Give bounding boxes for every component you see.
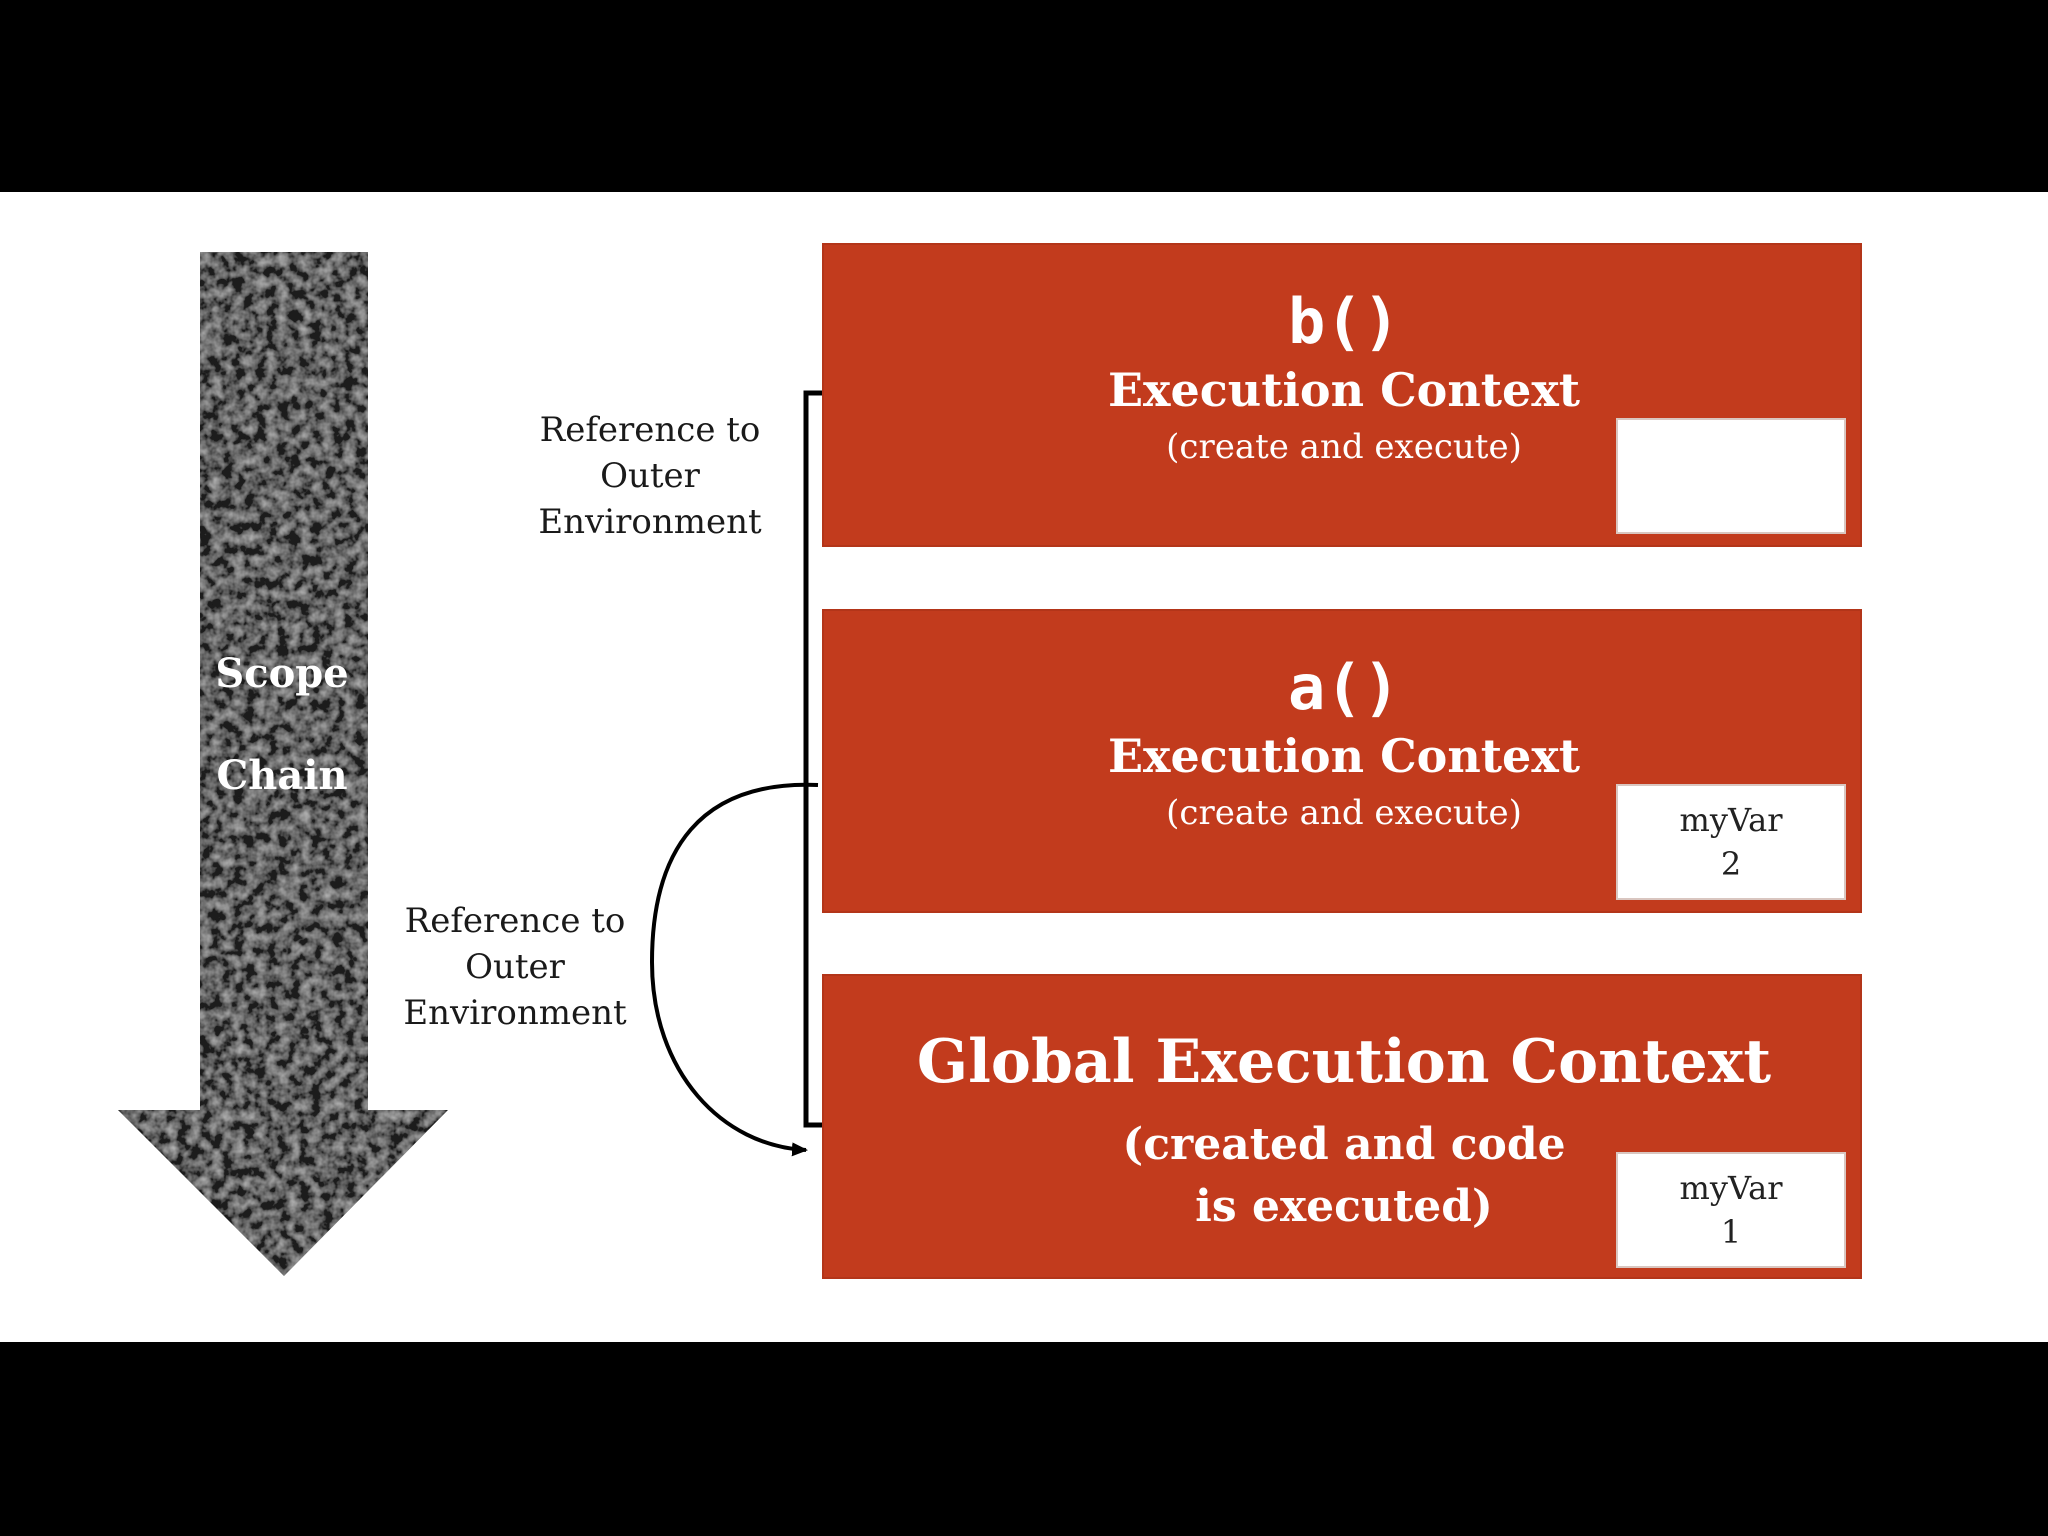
- context-note: (create and execute): [1166, 427, 1522, 467]
- scope-chain-label-chain: Chain: [216, 752, 348, 799]
- reference-label-line: Outer: [465, 947, 565, 987]
- context-note: (create and execute): [1166, 793, 1522, 833]
- variable-name: myVar: [1679, 801, 1783, 839]
- reference-label-line: Outer: [600, 456, 700, 496]
- variable-value: 2: [1720, 845, 1742, 883]
- context-note-line: (created and code: [1122, 1119, 1566, 1170]
- context-title: Global Execution Context: [916, 1027, 1772, 1097]
- variable-environment-box: myVar 1: [1616, 1152, 1846, 1268]
- reference-label-line: Reference to: [539, 410, 761, 450]
- context-title: a(): [1288, 651, 1400, 724]
- reference-label-bottom: Reference to Outer Environment: [385, 898, 645, 1036]
- context-box-global: Global Execution Context (created and co…: [822, 974, 1862, 1279]
- variable-name: myVar: [1679, 1169, 1783, 1207]
- variable-value: 1: [1720, 1213, 1742, 1251]
- context-note: (created and code is executed): [824, 1114, 1864, 1238]
- variable-environment-box: [1616, 418, 1846, 534]
- context-box-a: a() Execution Context (create and execut…: [822, 609, 1862, 913]
- curved-reference-arrow: [649, 782, 819, 1157]
- reference-label-line: Environment: [538, 502, 762, 542]
- context-subtitle: Execution Context: [1108, 729, 1580, 783]
- context-subtitle: Execution Context: [1108, 363, 1580, 417]
- reference-label-top: Reference to Outer Environment: [520, 407, 780, 545]
- reference-label-line: Reference to: [404, 901, 626, 941]
- variable-environment-box: myVar 2: [1616, 784, 1846, 900]
- scope-chain-label-scope: Scope: [215, 650, 349, 697]
- context-note-line: is executed): [1195, 1181, 1493, 1232]
- context-title: b(): [1288, 285, 1400, 358]
- reference-label-line: Environment: [403, 993, 627, 1033]
- scope-chain-arrow: [118, 252, 448, 1276]
- context-box-b: b() Execution Context (create and execut…: [822, 243, 1862, 547]
